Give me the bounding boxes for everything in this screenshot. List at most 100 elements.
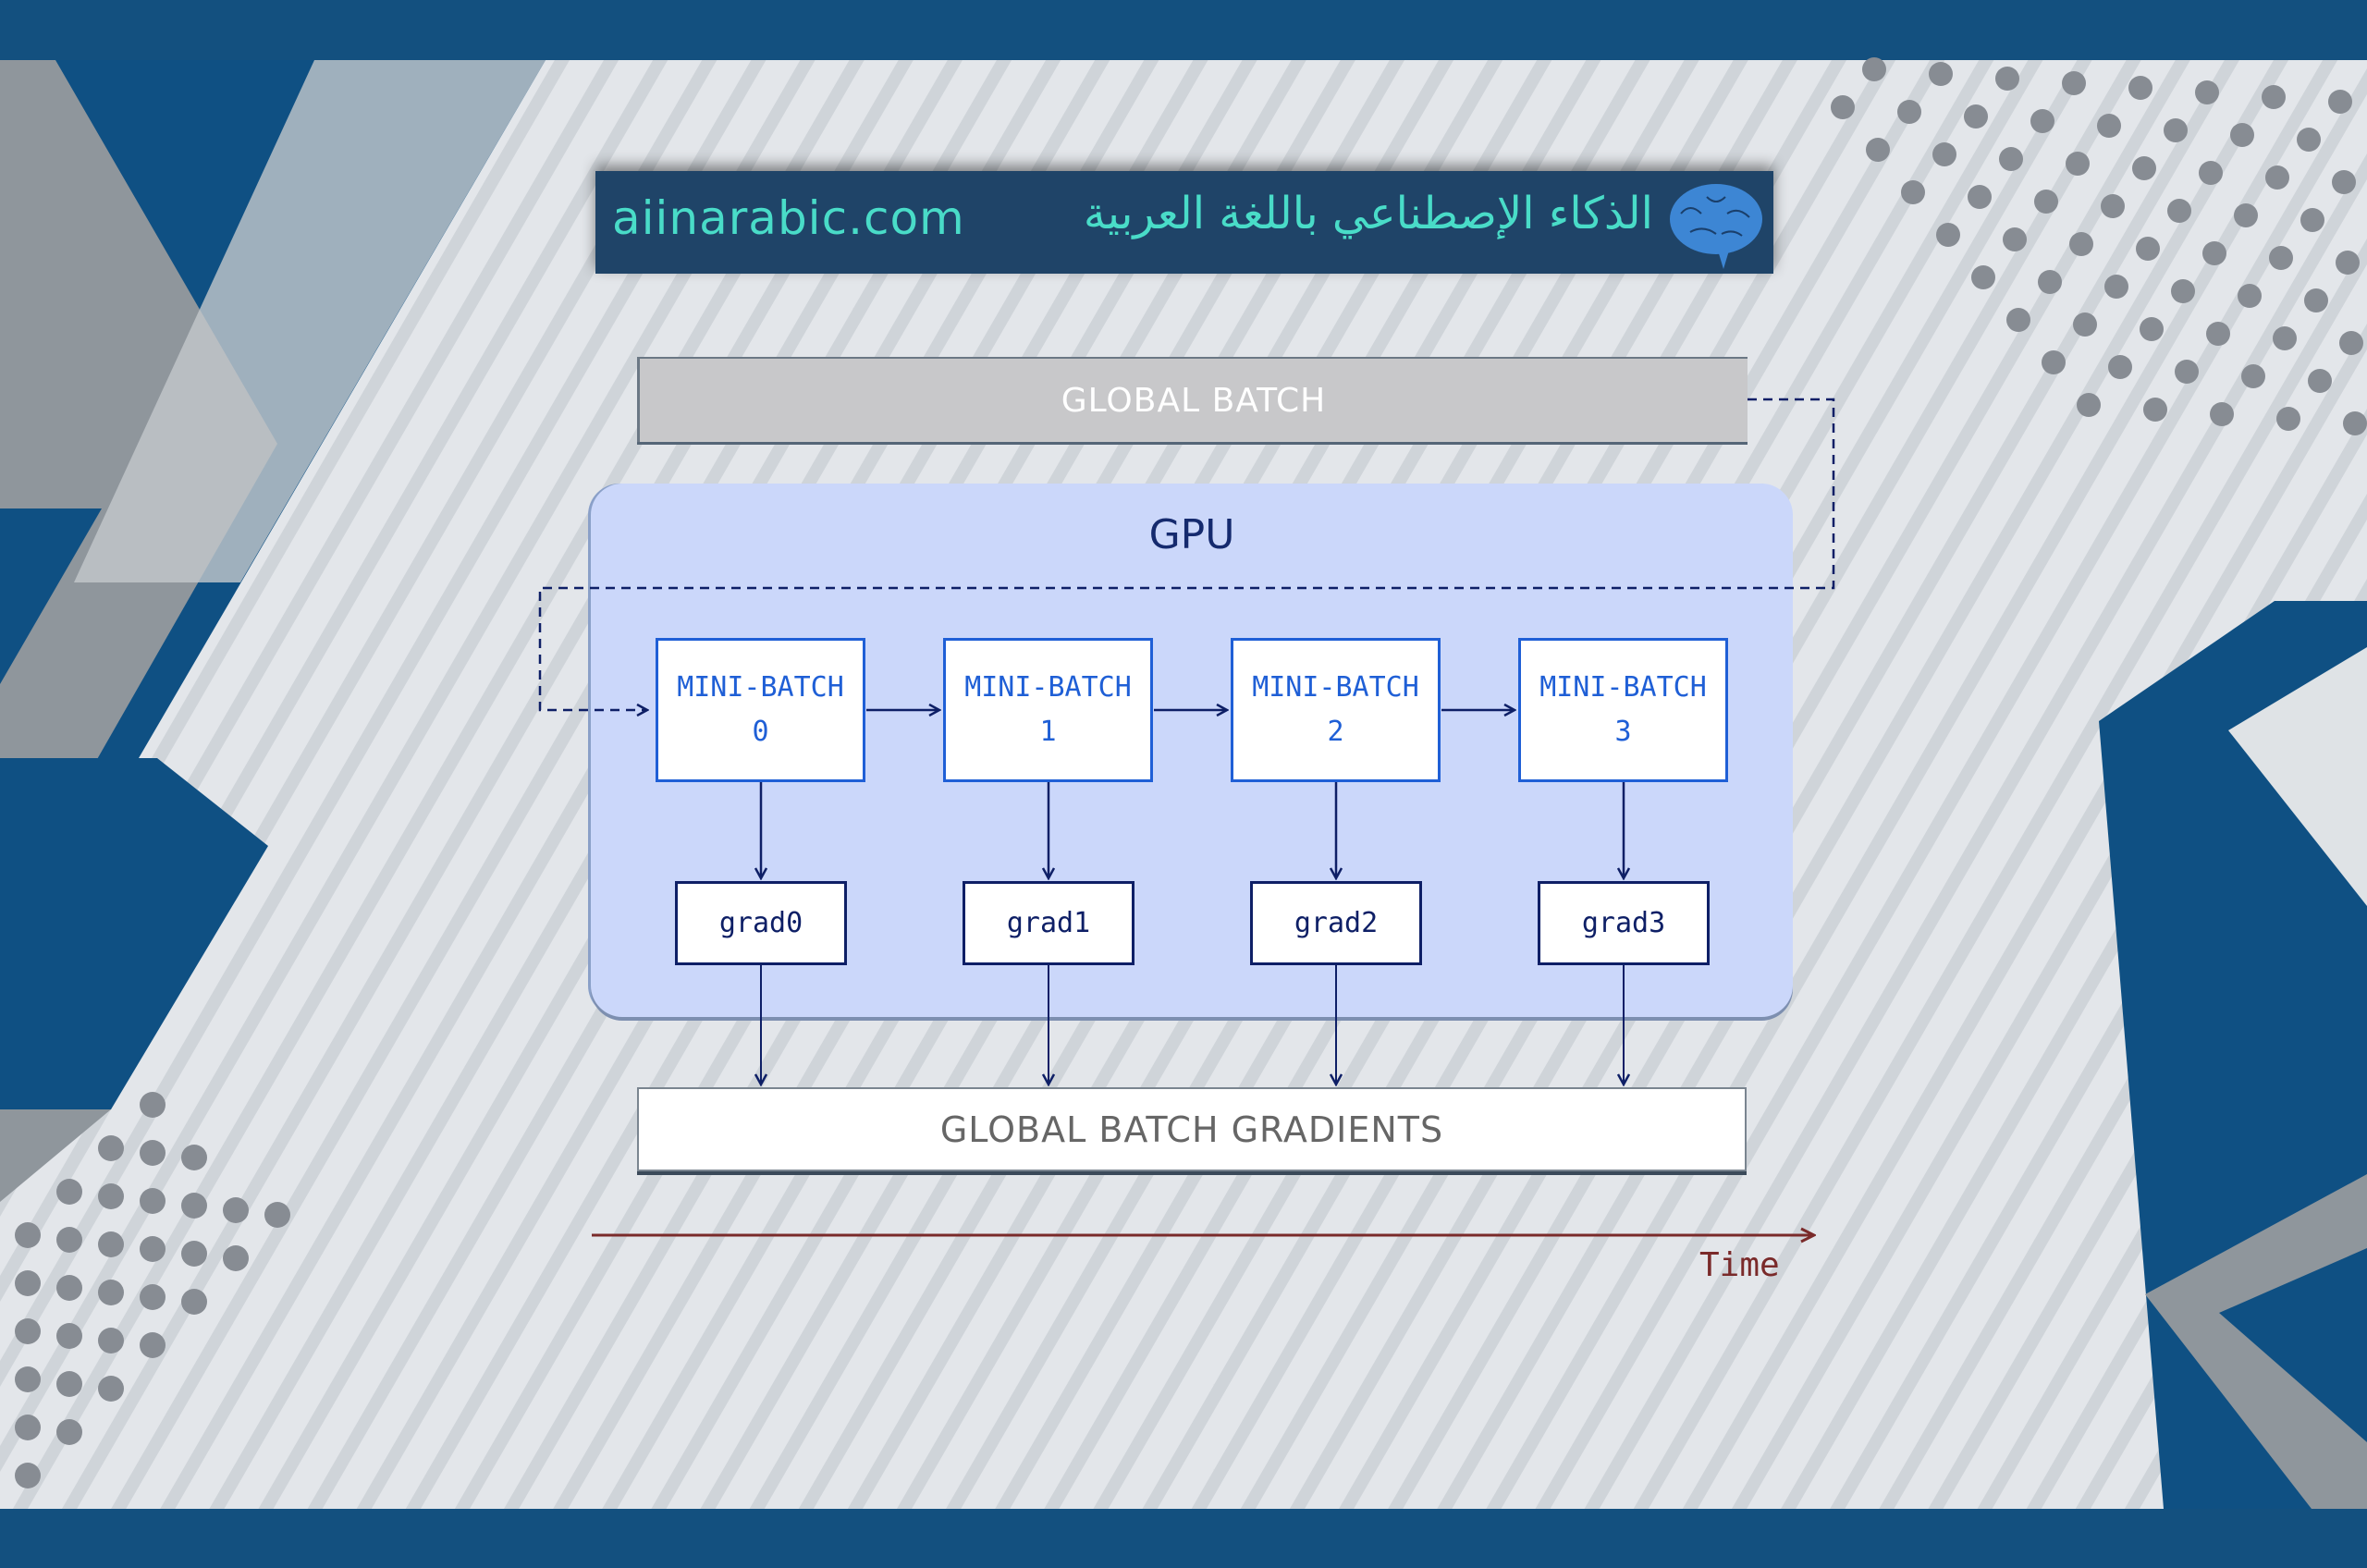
decor-dot [98, 1231, 124, 1257]
site-arabic-title: الذكاء الإصطناعي باللغة العربية [1083, 188, 1653, 239]
decor-dot [1831, 95, 1855, 119]
decor-dot [1968, 185, 1992, 209]
mini-batch-box: MINI-BATCH 1 [943, 638, 1153, 782]
decor-dot [2262, 85, 2286, 109]
mini-batch-index: 0 [752, 716, 769, 748]
decor-dot [2269, 246, 2293, 270]
decor-dot [2276, 407, 2300, 431]
global-batch-label: GLOBAL BATCH [1061, 381, 1327, 420]
decor-dot [223, 1245, 249, 1271]
decor-dot [2175, 360, 2199, 384]
decor-dot [56, 1275, 82, 1301]
decor-dot [2234, 203, 2258, 227]
decor-dot [1971, 265, 1995, 289]
decor-dot [2265, 165, 2289, 190]
decor-dot [1999, 147, 2023, 171]
decor-dot [2030, 109, 2054, 133]
decor-dot [15, 1318, 41, 1344]
decor-dot [98, 1376, 124, 1402]
site-banner: aiinarabic.com الذكاء الإصطناعي باللغة ا… [595, 171, 1773, 274]
decor-dot [2143, 398, 2167, 422]
decor-dot [2304, 288, 2328, 312]
decor-dot [2128, 76, 2152, 100]
decor-dot [1929, 62, 1953, 86]
decor-dot [2241, 364, 2265, 388]
global-batch-gradients-box: GLOBAL BATCH GRADIENTS [637, 1087, 1747, 1171]
decor-dot [140, 1140, 166, 1166]
decor-dot [2328, 90, 2352, 114]
decor-dot [2069, 232, 2093, 256]
mini-batch-title: MINI-BATCH [677, 671, 844, 704]
decor-dot [2042, 350, 2066, 374]
decor-dot [2136, 237, 2160, 261]
decor-dot [181, 1241, 207, 1267]
decor-dot [140, 1188, 166, 1214]
mini-batch-index: 2 [1327, 716, 1344, 748]
decor-dot [140, 1284, 166, 1310]
site-url[interactable]: aiinarabic.com [612, 191, 965, 245]
time-label: Time [1699, 1246, 1780, 1284]
decor-dot [2332, 170, 2356, 194]
decor-dot [2097, 114, 2121, 138]
decor-dot [2132, 156, 2156, 180]
decor-dot [2077, 393, 2101, 417]
decor-dot [15, 1463, 41, 1488]
decor-dot [98, 1328, 124, 1354]
decor-dot [2206, 322, 2230, 346]
decor-dot [2167, 199, 2191, 223]
decor-dot [2343, 411, 2367, 435]
decor-dot [1995, 67, 2019, 91]
grad-box: grad1 [963, 881, 1134, 965]
mini-batch-title: MINI-BATCH [964, 671, 1132, 704]
decor-dot [56, 1179, 82, 1205]
decor-dot [2336, 251, 2360, 275]
decor-dot [2003, 227, 2027, 251]
decor-dot [1932, 142, 1956, 166]
decor-dot [2297, 128, 2321, 152]
decor-dot [15, 1366, 41, 1392]
decor-dot [2164, 118, 2188, 142]
decor-dot [15, 1222, 41, 1248]
global-batch-box: GLOBAL BATCH [637, 357, 1748, 442]
decor-dot [2195, 80, 2219, 104]
decor-dot [2108, 355, 2132, 379]
decor-dot [1901, 180, 1925, 204]
decor-dot [1866, 138, 1890, 162]
decor-dot [181, 1193, 207, 1219]
decor-dot [15, 1415, 41, 1440]
decor-dot [2300, 208, 2324, 232]
mini-batch-box: MINI-BATCH 2 [1231, 638, 1441, 782]
decor-dot [264, 1202, 290, 1228]
decor-dot [2140, 317, 2164, 341]
decor-dot [2273, 326, 2297, 350]
decor-dot [2171, 279, 2195, 303]
decor-dot [56, 1419, 82, 1445]
decor-dot [181, 1145, 207, 1170]
brain-icon [1670, 184, 1762, 269]
grad-box: grad0 [675, 881, 847, 965]
decor-dot [1862, 57, 1886, 81]
grad-box: grad2 [1250, 881, 1422, 965]
mini-batch-index: 1 [1039, 716, 1057, 748]
decor-dot [2073, 312, 2097, 337]
decor-dot [2230, 123, 2254, 147]
decor-dot [2199, 161, 2223, 185]
decor-dot [140, 1332, 166, 1358]
decor-dot [140, 1092, 166, 1118]
decor-dot [56, 1371, 82, 1397]
decor-dot [1897, 100, 1921, 124]
decor-dot [2038, 270, 2062, 294]
decor-dot [98, 1280, 124, 1305]
decor-dot [2238, 284, 2262, 308]
mini-batch-box: MINI-BATCH 3 [1518, 638, 1728, 782]
global-batch-gradients-label: GLOBAL BATCH GRADIENTS [939, 1109, 1444, 1150]
mini-batch-title: MINI-BATCH [1252, 671, 1419, 704]
decor-dot [56, 1227, 82, 1253]
decor-dot [98, 1135, 124, 1161]
gpu-label: GPU [1148, 511, 1235, 558]
decor-dot [140, 1236, 166, 1262]
decor-dot [2066, 152, 2090, 176]
decor-dot [15, 1270, 41, 1296]
decor-dot [2104, 275, 2128, 299]
mini-batch-box: MINI-BATCH 0 [656, 638, 865, 782]
